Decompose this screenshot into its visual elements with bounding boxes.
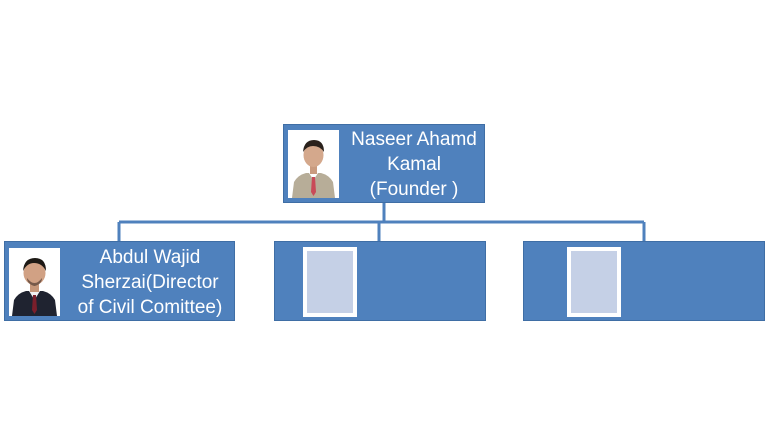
- photo-placeholder-icon: [303, 247, 357, 317]
- child-1-title-line: of Civil Comittee): [77, 296, 223, 318]
- child-2-label: [363, 244, 483, 320]
- root-node-label: Naseer Ahamd Kamal (Founder ): [344, 127, 484, 202]
- child-3-label: [628, 244, 762, 320]
- child-1-label: Abdul Wajid Sherzai(Director of Civil Co…: [65, 244, 235, 320]
- child-node-2[interactable]: [274, 241, 486, 321]
- person-photo-icon: [288, 130, 339, 198]
- root-name-line1: Naseer Ahamd: [351, 129, 477, 150]
- child-node-3[interactable]: [523, 241, 765, 321]
- child-1-name-line1: Abdul Wajid: [99, 246, 201, 268]
- root-title-line: (Founder ): [369, 179, 459, 200]
- photo-placeholder-icon: [567, 247, 621, 317]
- child-node-1[interactable]: Abdul Wajid Sherzai(Director of Civil Co…: [4, 241, 235, 321]
- root-node[interactable]: Naseer Ahamd Kamal (Founder ): [283, 124, 485, 203]
- child-1-name-line2: Sherzai(Director: [81, 271, 219, 293]
- person-photo-icon: [9, 248, 60, 316]
- root-name-line2: Kamal: [387, 154, 441, 175]
